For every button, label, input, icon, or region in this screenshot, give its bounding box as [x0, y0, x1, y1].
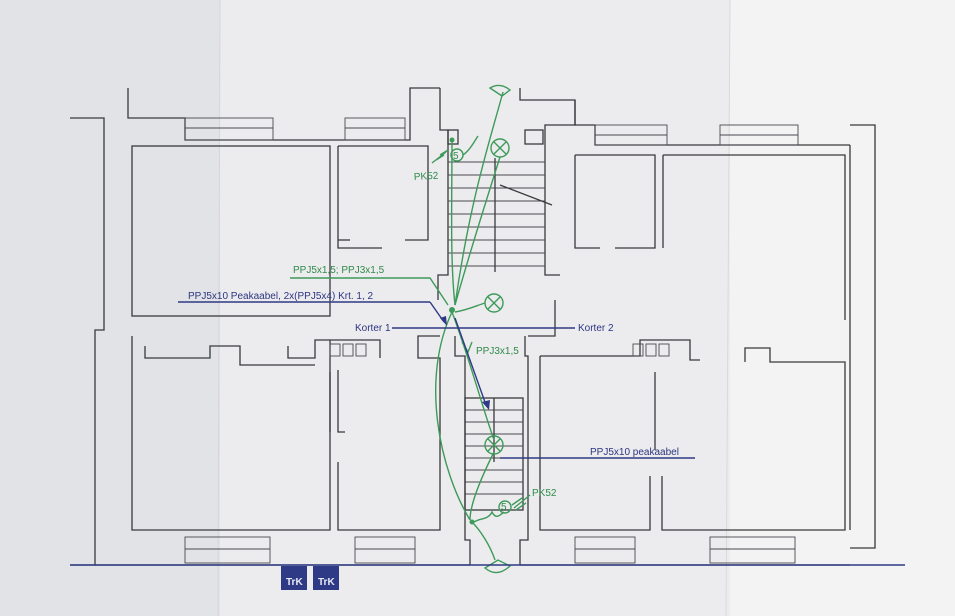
label-main-cable: PPJ5x10 Peakaabel, 2x(PPJ5x4) Krt. 1, 2	[188, 291, 374, 302]
label-trk-left: TrK	[286, 577, 303, 588]
lower-stairs	[464, 397, 524, 511]
kitchen-counter	[144, 345, 315, 366]
outer-wall-right	[850, 124, 876, 549]
label-pk52-bottom: PK52	[532, 488, 557, 499]
label-trk-right: TrK	[318, 577, 335, 588]
room-left-bottom	[131, 336, 331, 531]
window	[344, 117, 406, 141]
fold-line	[217, 0, 221, 616]
window	[354, 536, 416, 564]
window	[709, 536, 796, 564]
paper-fold-left	[0, 0, 220, 616]
room-left-large	[131, 145, 331, 317]
plan-labels: PK52 5 PPJ5x1,5; PPJ3x1,5 PPJ5x10 Peakaa…	[188, 151, 679, 588]
blue-cables	[70, 301, 905, 590]
window	[184, 536, 271, 564]
window	[184, 117, 274, 141]
green-circuits	[290, 84, 531, 574]
paper-fold-right	[730, 0, 955, 616]
window	[574, 536, 636, 564]
label-korter-2: Korter 2	[578, 323, 614, 334]
label-pk52-top: PK52	[414, 171, 439, 183]
label-circuit-5-bottom: 5	[501, 502, 507, 513]
room-left-small	[338, 145, 429, 241]
switch-bottom-icon	[498, 500, 512, 514]
trk-box-left	[281, 566, 307, 590]
light-fixture-bottom-icon	[484, 435, 504, 455]
upper-stairs	[448, 158, 553, 272]
label-korter-1: Korter 1	[355, 323, 391, 334]
room-right-small	[575, 154, 656, 249]
room-right-bottom-2	[661, 347, 846, 531]
stair-core-left	[437, 88, 449, 300]
wall-lamp-top	[488, 84, 512, 97]
room-right-bottom	[539, 356, 651, 531]
label-main-cable-right: PPJ5x10 peakaabel	[590, 447, 679, 458]
fold-line	[725, 0, 731, 616]
room-right-large	[663, 154, 846, 320]
junction-icon	[449, 307, 455, 313]
label-cable-ppj3x15: PPJ3x1,5	[476, 346, 519, 357]
label-circuit-5-top: 5	[453, 151, 459, 162]
label-cable-ppj5x15: PPJ5x1,5; PPJ3x1,5	[293, 265, 385, 276]
walls	[70, 87, 876, 566]
room-left-bottom-2	[337, 335, 441, 531]
wall-lamp-bottom	[483, 559, 512, 574]
trk-box-right	[313, 566, 339, 590]
